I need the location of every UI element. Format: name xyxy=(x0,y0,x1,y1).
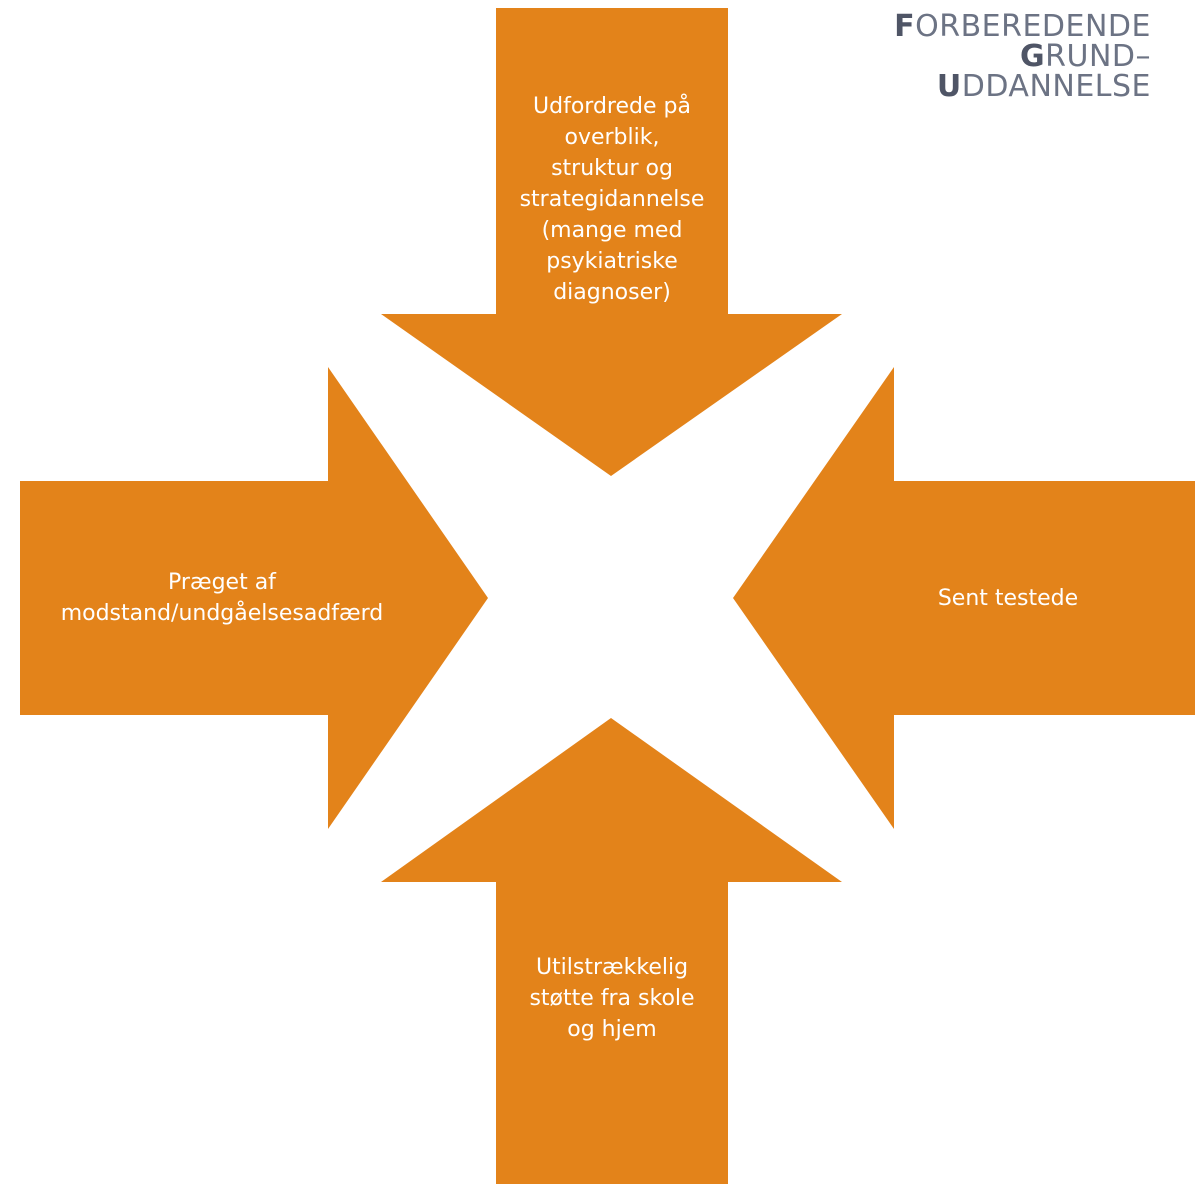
arrow-left-label: Præget af modstand/undgåelsesadfærd xyxy=(60,570,384,626)
logo-initial-g: G xyxy=(1020,39,1046,74)
arrow-top-label: Udfordrede på overblik, struktur og stra… xyxy=(519,93,705,305)
arrow-top xyxy=(381,8,842,476)
logo-line-2: GRUND– xyxy=(894,42,1151,72)
logo-line-3: UDDANNELSE xyxy=(894,72,1151,102)
fgu-logo: FORBEREDENDE GRUND– UDDANNELSE xyxy=(894,12,1151,102)
arrow-left xyxy=(20,367,488,829)
arrow-right xyxy=(733,367,1195,829)
logo-line-1: FORBEREDENDE xyxy=(894,12,1151,42)
arrow-bottom-label: Utilstrækkelig støtte fra skole og hjem xyxy=(529,954,695,1042)
arrow-right-label: Sent testede xyxy=(937,585,1079,611)
logo-word-3: DDANNELSE xyxy=(961,69,1151,104)
logo-word-2: RUND– xyxy=(1045,39,1151,74)
logo-initial-f: F xyxy=(894,9,916,44)
logo-word-1: ORBEREDENDE xyxy=(915,9,1151,44)
arrow-bottom xyxy=(381,718,842,1184)
logo-initial-u: U xyxy=(936,69,962,104)
